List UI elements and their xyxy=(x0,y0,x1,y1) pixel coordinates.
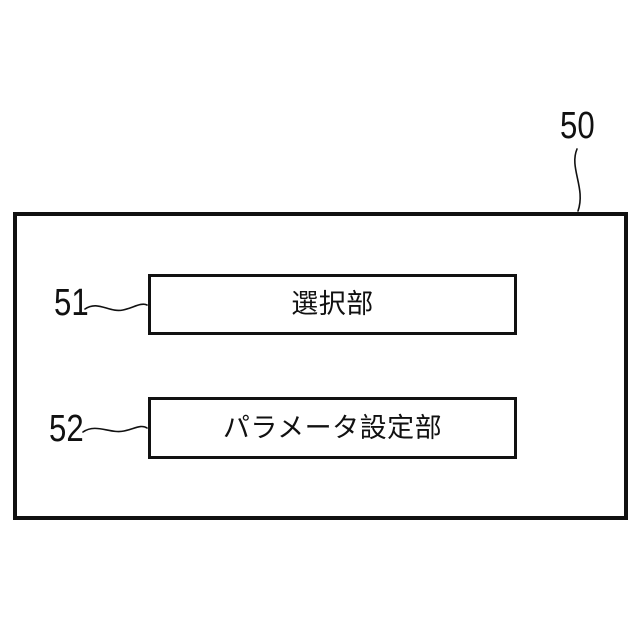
ref-label-50: 50 xyxy=(560,105,595,147)
block-selection-unit-label: 選択部 xyxy=(291,289,374,319)
block-selection-unit: 選択部 xyxy=(148,274,517,335)
ref-label-52: 52 xyxy=(49,408,84,450)
leader-line-50 xyxy=(574,148,581,212)
block-parameter-setting-unit-label: パラメータ設定部 xyxy=(222,412,443,443)
outer-block-50 xyxy=(13,212,628,520)
block-parameter-setting-unit: パラメータ設定部 xyxy=(148,397,517,459)
ref-label-51: 51 xyxy=(54,282,89,324)
